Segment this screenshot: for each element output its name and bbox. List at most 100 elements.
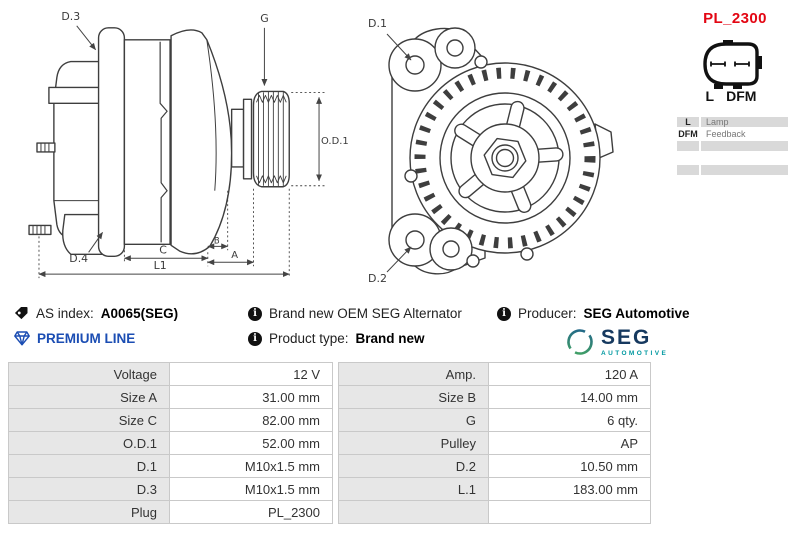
- pin-desc-cell: Lamp: [701, 117, 788, 127]
- oem-row: i Brand new OEM SEG Alternator: [248, 306, 462, 321]
- premium-line-row: PREMIUM LINE: [14, 331, 135, 346]
- dim-label-b: B: [214, 235, 220, 245]
- table-row: [338, 500, 651, 524]
- table-row: O.D.1 52.00 mm: [8, 431, 333, 455]
- table-row: Voltage 12 V: [8, 362, 333, 386]
- spec-table-right: Amp. 120 A Size B 14.00 mm G 6 qty. Pull…: [338, 362, 651, 524]
- spec-value-cell: 52.00 mm: [169, 431, 333, 455]
- spec-label-cell: L.1: [338, 477, 489, 501]
- pin-key-cell: [677, 165, 699, 175]
- plug-top-tab: [723, 40, 733, 45]
- product-type-value: Brand new: [355, 331, 425, 346]
- info-icon: i: [248, 306, 262, 321]
- spec-label-cell: G: [338, 408, 489, 432]
- table-row: [677, 165, 788, 175]
- rear-view-leader-lines: [386, 33, 412, 273]
- spec-label-cell: Pulley: [338, 431, 489, 455]
- spec-value-cell: 12 V: [169, 362, 333, 386]
- plug-terminal-labels: L DFM: [694, 88, 768, 104]
- seg-logo-text: SEG AUTOMOTIVE: [601, 327, 668, 357]
- rear-view-body: [388, 27, 614, 275]
- table-row: Size A 31.00 mm: [8, 385, 333, 409]
- seg-logo-circle-icon: [567, 329, 593, 355]
- table-row: L Lamp: [677, 117, 788, 127]
- spec-value-cell: 31.00 mm: [169, 385, 333, 409]
- pin-desc-cell: Feedback: [701, 129, 788, 139]
- table-row: Size C 82.00 mm: [8, 408, 333, 432]
- alternator-rear-view-drawing: D.1 D.2: [368, 17, 614, 285]
- producer-label: Producer:: [518, 306, 577, 321]
- pin-desc-cell: [701, 141, 788, 151]
- dim-label-a: A: [231, 250, 238, 261]
- as-index-label: AS index:: [36, 306, 94, 321]
- table-row: Amp. 120 A: [338, 362, 651, 386]
- side-view-dimension-labels: D.3 G O.D.1 D.4 C B A L1: [61, 10, 348, 272]
- plug-pinout-table: L Lamp DFM Feedback: [675, 115, 790, 177]
- spec-value-cell: PL_2300: [169, 500, 333, 524]
- plug-code: PL_2300: [703, 10, 767, 27]
- spec-label-cell: [338, 500, 489, 524]
- alternator-side-view-drawing: D.3 G O.D.1 D.4 C B A L1: [28, 10, 349, 279]
- spec-value-cell: 120 A: [488, 362, 651, 386]
- oem-text: Brand new OEM SEG Alternator: [269, 306, 462, 321]
- table-row: L.1 183.00 mm: [338, 477, 651, 501]
- spec-label-cell: D.3: [8, 477, 170, 501]
- spec-value-cell: M10x1.5 mm: [169, 477, 333, 501]
- dim-label-d3: D.3: [61, 10, 80, 23]
- spec-value-cell: 10.50 mm: [488, 454, 651, 478]
- spec-value-cell: [488, 500, 651, 524]
- table-row: Size B 14.00 mm: [338, 385, 651, 409]
- plug-side-tab: [756, 56, 762, 69]
- dim-label-d1: D.1: [368, 17, 387, 30]
- spec-value-cell: AP: [488, 431, 651, 455]
- as-index-row: AS index: A0065(SEG): [14, 306, 178, 321]
- table-row: [677, 153, 788, 163]
- rear-view-dimension-labels: D.1 D.2: [368, 17, 387, 285]
- plug-bottom-tab-right: [733, 84, 742, 89]
- plug-pins-drawing: [710, 61, 750, 67]
- dim-label-od1: O.D.1: [321, 136, 349, 147]
- table-row: G 6 qty.: [338, 408, 651, 432]
- pin-key-cell: L: [677, 117, 699, 127]
- table-row: Plug PL_2300: [8, 500, 333, 524]
- seg-logo-main: SEG: [601, 326, 652, 349]
- spec-label-cell: Voltage: [8, 362, 170, 386]
- spec-value-cell: 14.00 mm: [488, 385, 651, 409]
- dim-label-g: G: [260, 12, 268, 25]
- plug-connector-drawing: [703, 40, 762, 89]
- product-type-label: Product type:: [269, 331, 349, 346]
- table-row: DFM Feedback: [677, 129, 788, 139]
- dim-label-c: C: [159, 243, 167, 256]
- table-row: D.2 10.50 mm: [338, 454, 651, 478]
- pin-desc-cell: [701, 153, 788, 163]
- info-icon: i: [248, 331, 262, 346]
- pin-key-cell: [677, 153, 699, 163]
- spec-label-cell: Plug: [8, 500, 170, 524]
- side-view-body: [28, 27, 290, 257]
- seg-logo-sub: AUTOMOTIVE: [601, 350, 669, 357]
- producer-row: i Producer: SEG Automotive: [497, 306, 690, 321]
- spec-label-cell: Size C: [8, 408, 170, 432]
- table-row: Pulley AP: [338, 431, 651, 455]
- info-icon: i: [497, 306, 511, 321]
- spec-value-cell: 183.00 mm: [488, 477, 651, 501]
- spec-value-cell: 6 qty.: [488, 408, 651, 432]
- dim-label-l1: L1: [154, 259, 167, 272]
- seg-automotive-logo: SEG AUTOMOTIVE: [565, 327, 668, 357]
- spec-value-cell: 82.00 mm: [169, 408, 333, 432]
- premium-line-label: PREMIUM LINE: [37, 331, 136, 346]
- pin-key-cell: [677, 141, 699, 151]
- tag-icon: [14, 306, 28, 320]
- product-type-row: i Product type: Brand new: [248, 331, 425, 346]
- spec-label-cell: O.D.1: [8, 431, 170, 455]
- spec-label-cell: D.1: [8, 454, 170, 478]
- dim-label-d4: D.4: [69, 252, 88, 265]
- dim-label-d2: D.2: [368, 272, 387, 285]
- spec-label-cell: Size B: [338, 385, 489, 409]
- table-row: [677, 141, 788, 151]
- table-row: D.1 M10x1.5 mm: [8, 454, 333, 478]
- pin-key-cell: DFM: [677, 129, 699, 139]
- spec-table-left: Voltage 12 V Size A 31.00 mm Size C 82.0…: [8, 362, 333, 524]
- gem-icon: [14, 331, 30, 346]
